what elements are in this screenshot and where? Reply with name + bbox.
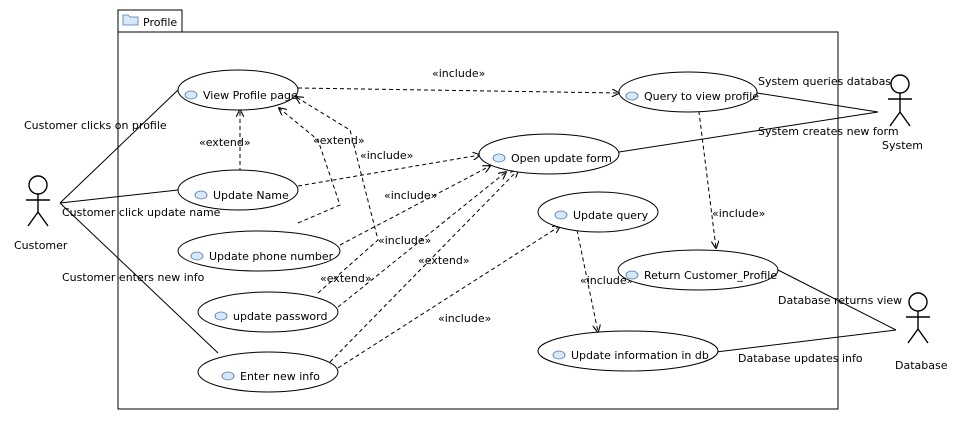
label-include: «include» <box>378 234 431 247</box>
assoc-customer-update-name <box>59 189 179 204</box>
label-system-creates-form: System creates new form <box>758 125 899 138</box>
actor-icon <box>888 74 912 127</box>
use-case-label: View Profile page <box>203 89 298 102</box>
label-db-returns-view: Database returns view <box>778 294 902 307</box>
use-case-icon <box>554 210 568 220</box>
use-case-icon <box>194 190 208 200</box>
actor-icon <box>26 175 50 227</box>
label-include: «include» <box>384 189 437 202</box>
label-extend: «extend» <box>199 136 251 149</box>
use-case-icon <box>492 153 506 163</box>
assoc-db-return-profile <box>777 269 897 331</box>
use-case-label: Open update form <box>511 152 612 165</box>
actor-customer[interactable]: Customer <box>14 175 68 252</box>
use-case-open-update-form[interactable]: Open update form <box>478 133 620 175</box>
assoc-system-open-form <box>618 111 879 153</box>
label-include: «include» <box>360 149 413 162</box>
use-case-label: Update phone number <box>209 250 334 263</box>
use-case-icon <box>625 91 639 101</box>
use-case-update-query[interactable]: Update query <box>537 191 659 233</box>
extend-password-to-view <box>296 97 379 294</box>
label-extend: «extend» <box>313 134 365 147</box>
use-case-enter-new-info[interactable]: Enter new info <box>197 351 339 393</box>
assoc-system-query <box>756 92 879 113</box>
include-updatequery-to-db <box>576 229 598 332</box>
actor-label: Database <box>895 359 948 372</box>
stereotype-labels: «include» «extend» «extend» «include» «i… <box>199 67 765 325</box>
use-case-label: Query to view profile <box>644 90 759 103</box>
label-extend: «extend» <box>418 254 470 267</box>
actor-label: Customer <box>14 239 68 252</box>
label-include: «include» <box>432 67 485 80</box>
dependencies <box>240 87 716 369</box>
package-name: Profile <box>143 16 177 29</box>
actor-system[interactable]: System <box>882 74 923 152</box>
use-case-return-profile[interactable]: Return Customer_Profile <box>617 249 779 291</box>
assoc-db-update-info <box>715 329 897 353</box>
label-customer-enters-new-info: Customer enters new info <box>62 271 205 284</box>
actor-label: System <box>882 139 923 152</box>
label-db-updates-info: Database updates info <box>738 352 863 365</box>
use-case-label: Update information in db <box>571 349 709 362</box>
use-case-icon <box>214 311 228 321</box>
include-view-to-query <box>297 87 619 93</box>
label-include: «include» <box>438 312 491 325</box>
include-enterinfo-to-updatequery <box>337 226 560 369</box>
label-customer-clicks-profile: Customer clicks on profile <box>24 119 167 132</box>
actor-icon <box>906 292 930 344</box>
use-case-label: update password <box>233 310 327 323</box>
label-include: «include» <box>580 274 633 287</box>
use-case-label: Update Name <box>213 189 289 202</box>
label-include: «include» <box>712 207 765 220</box>
use-case-update-phone[interactable]: Update phone number <box>177 230 341 272</box>
use-case-label: Update query <box>573 209 649 222</box>
use-case-view-profile[interactable]: View Profile page <box>177 69 299 111</box>
use-case-icon <box>184 90 198 100</box>
use-case-update-info-db[interactable]: Update information in db <box>537 330 719 372</box>
actor-database[interactable]: Database <box>895 292 948 372</box>
use-case-update-password[interactable]: update password <box>197 291 339 333</box>
use-case-icon <box>552 350 566 360</box>
label-extend: «extend» <box>320 272 372 285</box>
extend-password-to-form <box>337 172 506 308</box>
include-name-to-form <box>297 155 480 187</box>
use-case-icon <box>190 251 204 261</box>
use-case-icon <box>625 270 639 280</box>
use-case-label: Return Customer_Profile <box>644 269 777 282</box>
use-case-label: Enter new info <box>240 370 320 383</box>
extend-phone-to-view <box>279 108 341 224</box>
assoc-customer-view-profile <box>59 89 179 204</box>
folder-icon <box>122 14 139 26</box>
use-case-query-view-profile[interactable]: Query to view profile <box>618 71 759 113</box>
associations <box>59 89 897 354</box>
extend-enterinfo-to-form <box>329 170 518 363</box>
use-case-update-name[interactable]: Update Name <box>177 169 299 211</box>
assoc-customer-enter-info <box>59 202 219 354</box>
label-customer-click-update-name: Customer click update name <box>62 206 221 219</box>
include-query-to-return <box>697 103 716 248</box>
association-labels: Customer clicks on profile Customer clic… <box>24 75 902 365</box>
use-case-icon <box>221 371 235 381</box>
label-system-queries-db: System queries database <box>758 75 898 88</box>
include-phone-to-form <box>339 166 490 246</box>
